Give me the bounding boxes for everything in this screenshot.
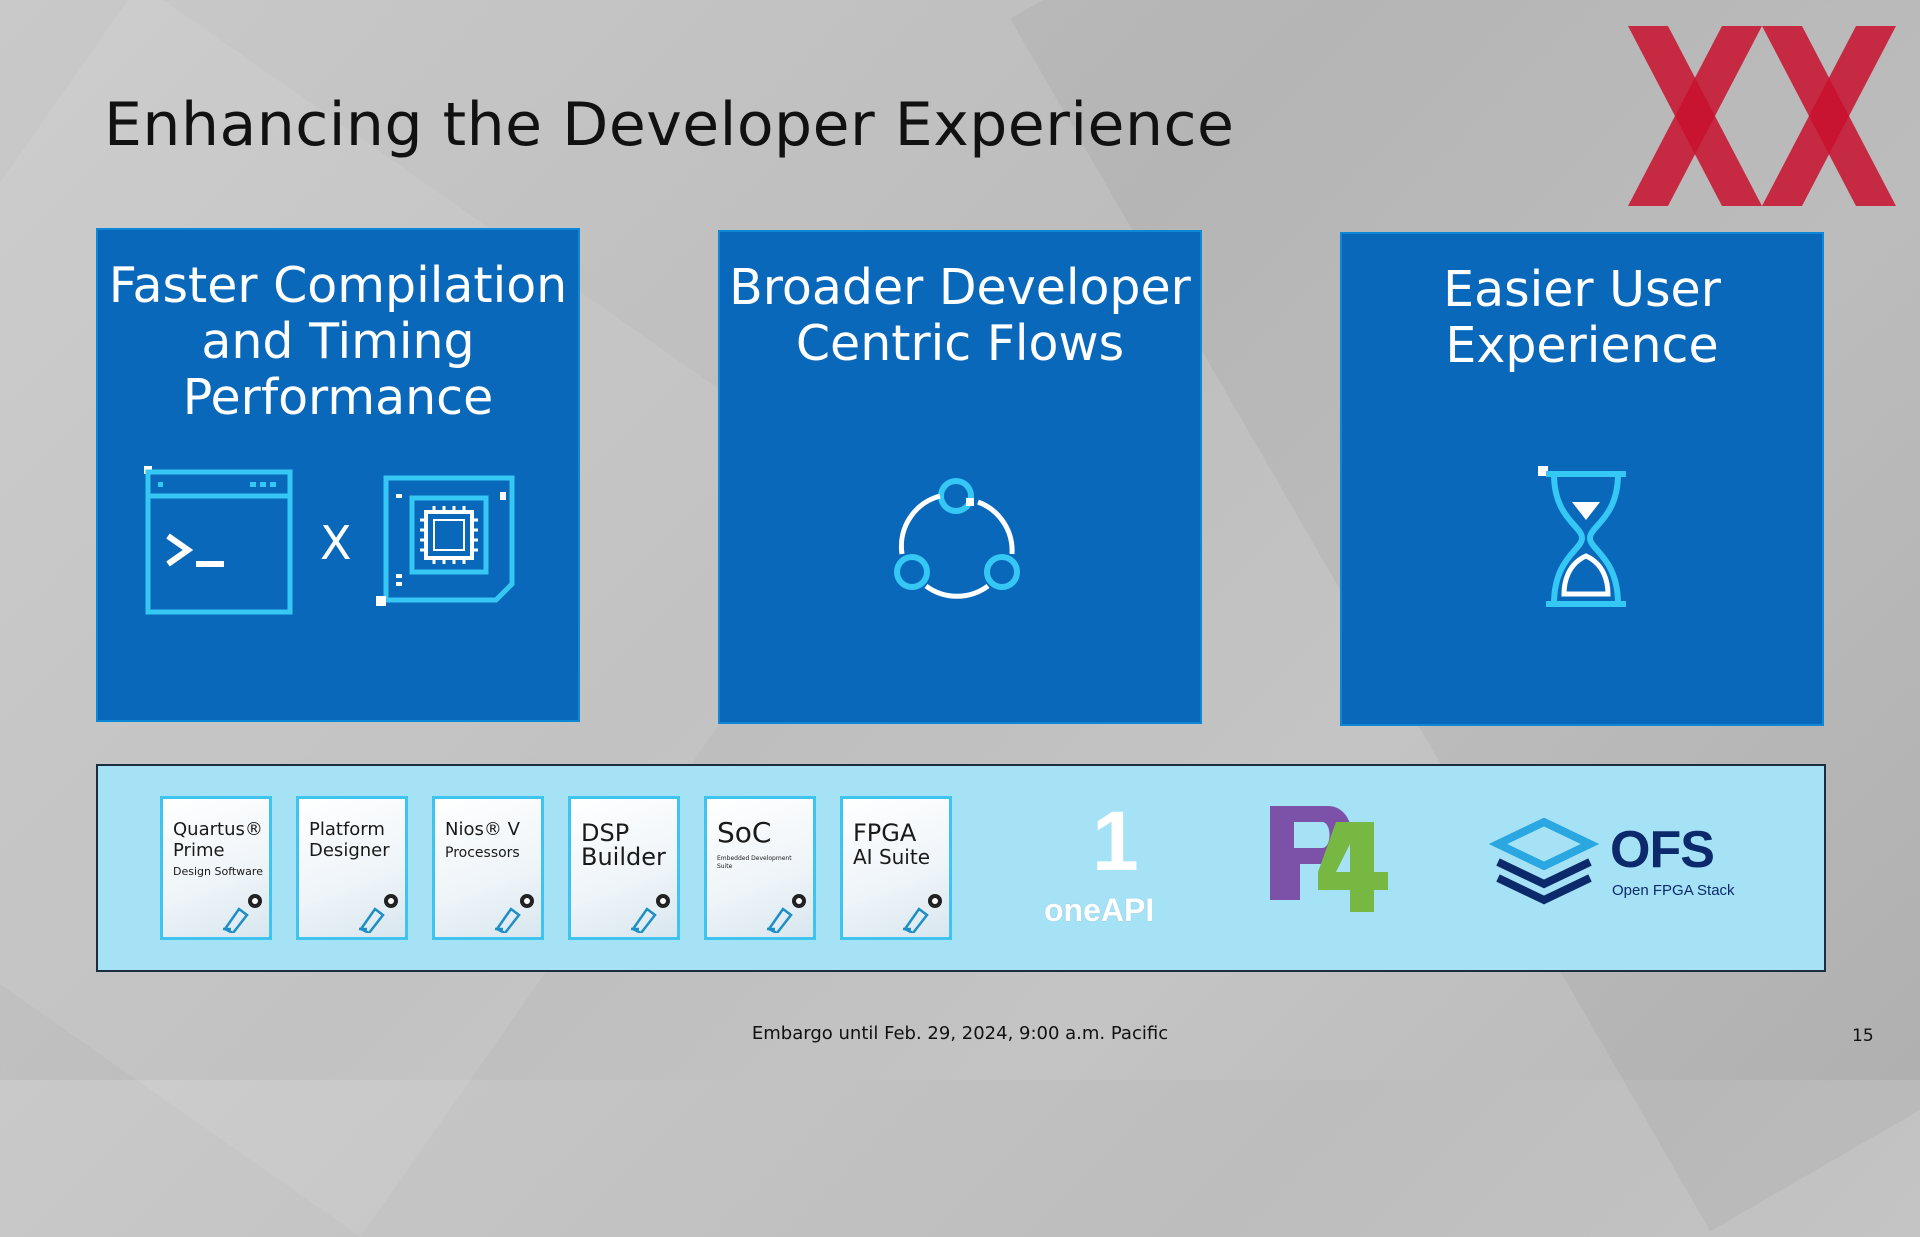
chip-icon <box>376 475 515 606</box>
card-developer-flows: Broader Developer Centric Flows <box>718 230 1202 724</box>
tool-tile-quartus-prime[interactable]: Quartus®Prime Design Software <box>160 796 272 940</box>
tool-subtitle: Processors <box>445 845 520 861</box>
watermark-logo <box>1628 26 1896 206</box>
hourglass-icon <box>1538 466 1626 607</box>
card-title-line: Faster Compilation <box>108 257 568 314</box>
tool-tile-soc-eds[interactable]: SoC Embedded Development Suite <box>704 796 816 940</box>
card-title-line: Experience <box>1445 317 1719 374</box>
oneapi-logo-digit: 1 <box>1092 794 1139 888</box>
card-title-line: Performance <box>182 369 494 426</box>
p4-logo <box>1270 806 1388 912</box>
ofs-logo-subtitle: Open FPGA Stack <box>1612 882 1735 899</box>
pen-gear-icon <box>631 894 670 933</box>
flow-cycle-icon <box>894 478 1020 599</box>
tool-name: Quartus®Prime <box>173 819 263 861</box>
card-faster-compilation: Faster Compilation and Timing Performanc… <box>96 228 580 722</box>
slide-title: Enhancing the Developer Experience <box>104 90 1235 160</box>
terminal-icon <box>144 466 293 615</box>
card-user-experience: Easier User Experience <box>1340 232 1824 726</box>
card-title: Faster Compilation and Timing Performanc… <box>98 258 578 426</box>
oneapi-logo-text: oneAPI <box>1044 892 1155 928</box>
embargo-footer: Embargo until Feb. 29, 2024, 9:00 a.m. P… <box>751 1023 1169 1044</box>
card-title-line: and Timing <box>201 313 475 370</box>
ofs-logo-text: OFS <box>1610 821 1715 879</box>
pen-gear-icon <box>223 894 262 933</box>
card-title-line: Centric Flows <box>795 315 1125 372</box>
multiply-sign: X <box>320 516 352 570</box>
ofs-layers-logo <box>1488 817 1600 905</box>
tool-name: SoC <box>717 816 772 849</box>
pen-gear-icon <box>359 894 398 933</box>
card-title: Broader Developer Centric Flows <box>720 260 1200 372</box>
card-title: Easier User Experience <box>1342 262 1822 374</box>
pen-gear-icon <box>903 894 942 933</box>
card-title-line: Easier User <box>1443 261 1721 318</box>
tool-name: Nios® V <box>445 819 520 840</box>
pen-gear-icon <box>495 894 534 933</box>
tool-tile-nios-v[interactable]: Nios® V Processors <box>432 796 544 940</box>
page-number: 15 <box>1852 1026 1874 1046</box>
card-title-line: Broader Developer <box>729 259 1191 316</box>
tool-subtitle: Embedded Development Suite <box>717 855 792 870</box>
pen-gear-icon <box>767 894 806 933</box>
tool-subtitle: Design Software <box>173 865 263 878</box>
